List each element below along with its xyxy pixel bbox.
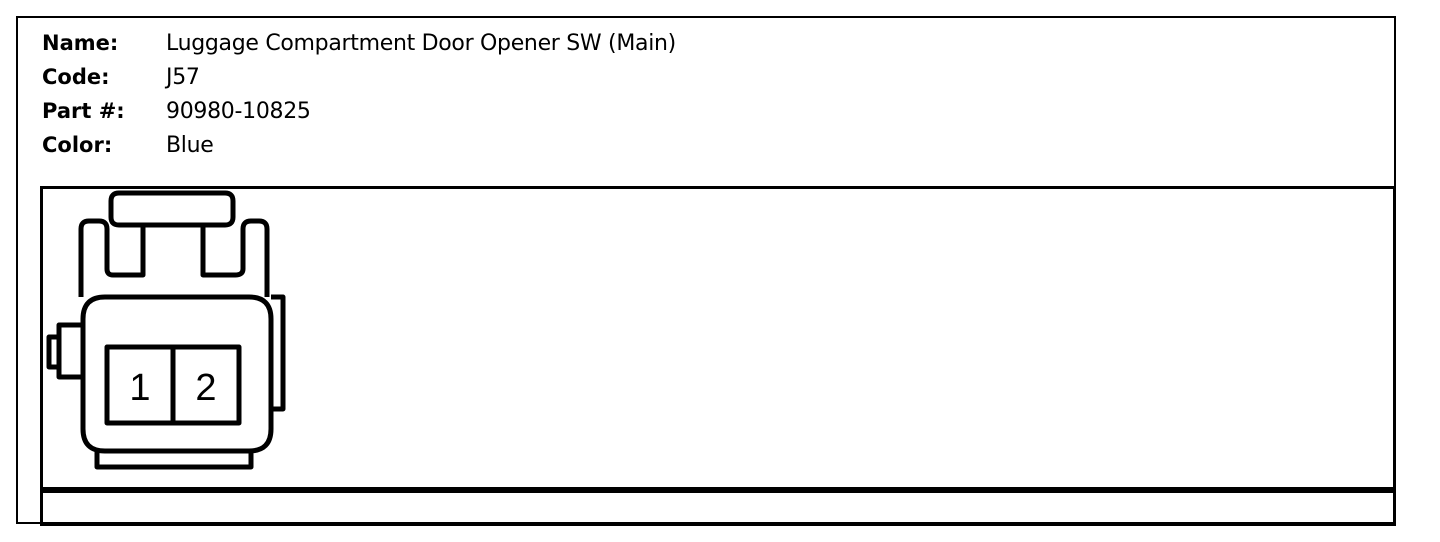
pin-2-label: 2 xyxy=(195,367,216,409)
right-latch-arm xyxy=(200,218,270,297)
color-label: Color: xyxy=(42,133,113,157)
connector-face-drawing: 1 2 xyxy=(46,190,286,470)
name-value: Luggage Compartment Door Opener SW (Main… xyxy=(166,30,676,56)
left-side-ear xyxy=(56,322,83,380)
code-value: J57 xyxy=(166,64,200,90)
part-number-label: Part #: xyxy=(42,99,125,123)
info-row-name: Name: Luggage Compartment Door Opener SW… xyxy=(42,26,676,60)
connector-sheet: Name: Luggage Compartment Door Opener SW… xyxy=(16,16,1396,526)
connector-diagram-area: 1 2 xyxy=(40,186,1396,490)
lock-tab-shape xyxy=(108,190,236,228)
pin-1-label: 1 xyxy=(129,367,150,409)
right-side-ear xyxy=(271,294,286,412)
part-number-value: 90980-10825 xyxy=(166,98,311,124)
housing-body xyxy=(80,294,274,454)
color-value: Blue xyxy=(166,132,214,158)
name-label: Name: xyxy=(42,31,119,55)
info-row-color: Color: Blue xyxy=(42,128,676,162)
left-side-tip xyxy=(46,334,59,370)
info-row-part: Part #: 90980-10825 xyxy=(42,94,676,128)
code-label: Code: xyxy=(42,65,110,89)
pin-cavity-2 xyxy=(170,344,242,426)
housing-foot xyxy=(94,451,254,470)
diagram-footer-strip xyxy=(40,490,1396,526)
info-row-code: Code: J57 xyxy=(42,60,676,94)
left-latch-arm xyxy=(78,218,146,297)
connector-info-table: Name: Luggage Compartment Door Opener SW… xyxy=(42,26,676,162)
